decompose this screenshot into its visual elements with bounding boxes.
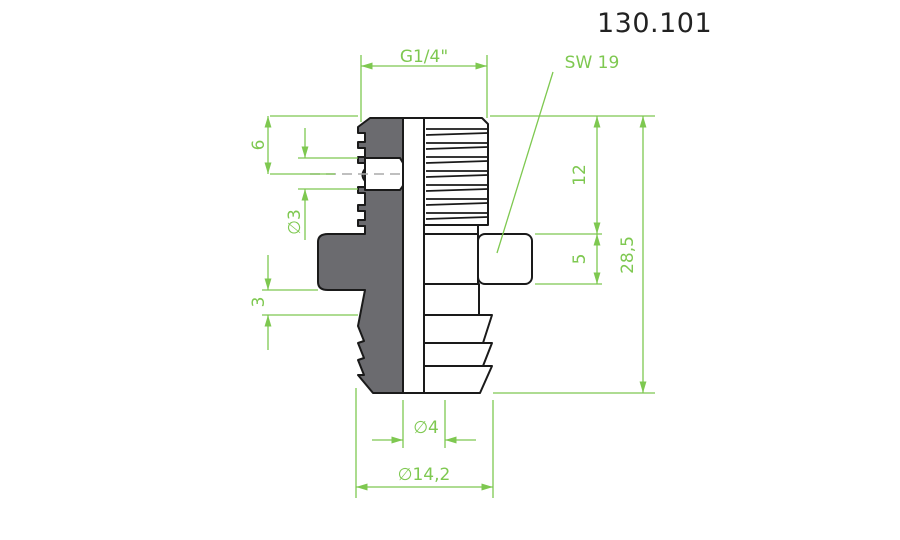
part-number: 130.101 — [597, 8, 713, 39]
dim-wrench-size: SW 19 — [565, 53, 620, 73]
dim-hex-height: 5 — [570, 254, 590, 265]
dim-hole-position: 6 — [249, 140, 269, 151]
dim-bore-diameter: ∅4 — [413, 418, 439, 438]
dimension-lines — [262, 55, 655, 498]
dim-overall-length: 28,5 — [618, 236, 638, 274]
dim-thread-length: 12 — [570, 164, 590, 186]
dim-collar-height: 3 — [249, 297, 269, 308]
fitting-exterior — [423, 117, 533, 394]
dim-hole-diameter: ∅3 — [285, 209, 305, 235]
dim-outer-diameter: ∅14,2 — [398, 465, 451, 485]
dim-thread: G1/4" — [400, 47, 448, 67]
fitting-section — [317, 117, 425, 394]
